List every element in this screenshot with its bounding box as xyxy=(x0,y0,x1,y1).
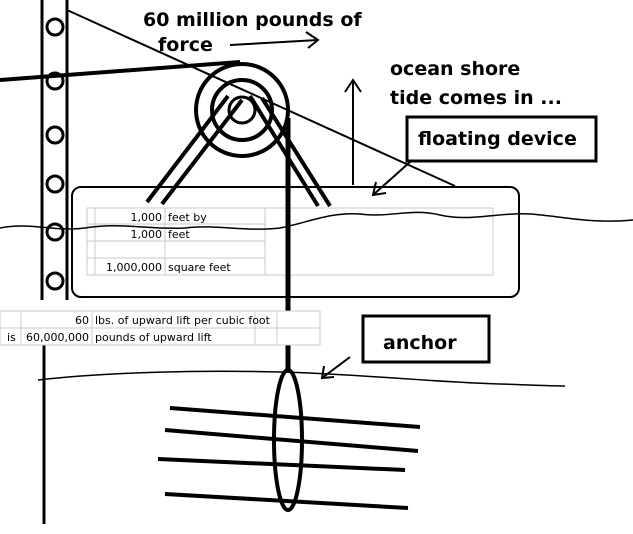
floating-device-label: floating device xyxy=(418,128,577,150)
floating-device-label-box xyxy=(405,115,598,163)
sheet-top-value: 1,000 xyxy=(131,228,163,241)
water-surface xyxy=(0,211,633,230)
horizontal-cable xyxy=(0,60,241,82)
sheet-top-unit: feet by xyxy=(168,211,207,224)
anchor-bars xyxy=(157,406,421,510)
rail-circle xyxy=(45,222,65,242)
sheet-bottom-value: 60 xyxy=(75,314,89,327)
sheet-top-unit: feet xyxy=(168,228,190,241)
pulley-supports xyxy=(145,94,332,208)
sheet-bottom-prefix: is xyxy=(7,331,16,344)
pulley xyxy=(194,62,290,158)
ocean-shore-label-line1: ocean shore xyxy=(390,58,520,80)
diagonal-cable xyxy=(66,9,456,187)
rail-circle xyxy=(45,17,65,37)
sheet-top-value: 1,000,000 xyxy=(106,261,162,274)
anchor-label: anchor xyxy=(383,332,457,354)
rail xyxy=(40,0,69,300)
rail-circle xyxy=(45,125,65,145)
anchor-pointer xyxy=(320,356,351,380)
sheet-bottom-unit: lbs. of upward lift per cubic foot xyxy=(95,314,271,327)
force-label-line1: 60 million pounds of xyxy=(143,9,362,31)
sheet-bottom: 60 lbs. of upward lift per cubic foot is… xyxy=(0,310,321,346)
force-label-line2: force xyxy=(158,34,213,56)
ocean-shore-label-line2: tide comes in ... xyxy=(390,87,562,109)
sheet-top-unit: square feet xyxy=(168,261,231,274)
sheet-bottom-unit: pounds of upward lift xyxy=(95,331,212,344)
rail-circle xyxy=(45,71,65,91)
rail-circle xyxy=(45,174,65,194)
rail-circle xyxy=(45,271,65,291)
floating-device-body xyxy=(71,186,520,298)
sheet-top-value: 1,000 xyxy=(131,211,163,224)
up-arrow xyxy=(344,78,362,185)
sea-floor xyxy=(37,370,566,387)
anchor-label-box xyxy=(361,314,491,364)
force-arrow xyxy=(229,31,320,49)
sheet-bottom-value: 60,000,000 xyxy=(26,331,89,344)
floating-device-pointer xyxy=(371,161,411,197)
